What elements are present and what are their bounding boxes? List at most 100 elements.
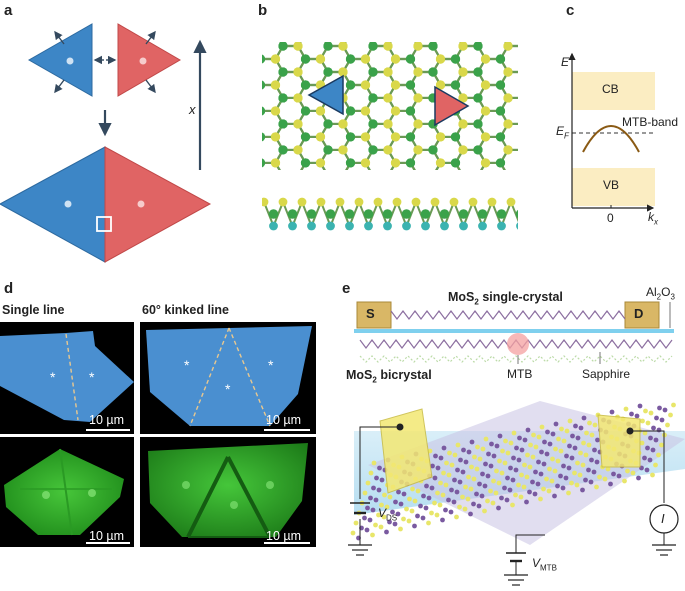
kinked-fluor-spot-1 <box>182 481 190 489</box>
lattice-atom <box>270 54 281 64</box>
atom-3d <box>466 449 472 455</box>
atom-3d <box>531 432 536 438</box>
lattice-atom <box>390 106 401 116</box>
atom-3d <box>650 472 655 478</box>
atom-3d <box>471 476 477 482</box>
atom-3d <box>455 442 461 448</box>
kinked-fluor-right <box>226 456 272 538</box>
atom-3d <box>622 478 627 484</box>
atom-3d <box>392 521 398 527</box>
atom-3d <box>485 473 491 479</box>
lattice-atom <box>390 132 401 142</box>
atom-3d <box>491 478 496 484</box>
lattice-atom <box>450 158 461 168</box>
atom-3d <box>573 423 578 429</box>
atom-3d <box>522 462 527 468</box>
lattice-blue-triangle <box>307 74 344 116</box>
side-s-atom-low <box>516 222 518 230</box>
atom-3d <box>514 445 519 451</box>
lattice-atom <box>270 106 281 116</box>
atom-3d <box>567 418 573 424</box>
atom-3d <box>525 427 531 433</box>
atom-3d <box>420 515 426 521</box>
atom-3d <box>656 452 661 458</box>
atom-3d <box>581 415 587 421</box>
lattice-atom <box>405 80 416 90</box>
lattice-atom <box>293 42 303 51</box>
lattice-atom <box>338 119 348 129</box>
atom-3d <box>574 482 580 488</box>
band-diagram <box>568 52 655 212</box>
single-boundary-line <box>65 333 79 421</box>
atom-3d <box>449 487 454 493</box>
atom-3d <box>479 493 485 499</box>
atom-3d <box>376 512 381 518</box>
side-s-atom-low <box>402 221 411 231</box>
arrow-lr <box>145 79 156 94</box>
atom-3d <box>561 463 566 469</box>
atom-3d <box>527 489 532 495</box>
lattice-atom <box>270 80 281 90</box>
side-s-atom <box>297 197 307 207</box>
atom-3d <box>513 467 519 473</box>
current-label: I <box>661 511 665 526</box>
atom-3d <box>511 430 517 436</box>
atom-3d <box>527 464 533 470</box>
atom-3d <box>406 518 412 524</box>
atom-3d <box>564 428 570 434</box>
arrow-ur <box>145 30 156 45</box>
atom-3d <box>371 460 377 466</box>
wire-mtb <box>515 534 545 553</box>
atom-3d <box>625 468 630 474</box>
k-main: k <box>648 210 654 224</box>
side-s-atom-low <box>345 221 354 231</box>
single-line-fluorescence <box>0 437 134 547</box>
atom-3d <box>648 435 653 441</box>
atom-3d <box>474 491 479 497</box>
atom-3d <box>364 527 370 533</box>
atom-3d <box>611 471 616 477</box>
atom-3d <box>426 495 432 501</box>
vb-label: VB <box>603 178 620 192</box>
lattice-atom <box>293 145 303 155</box>
atom-3d <box>662 407 668 413</box>
atom-3d <box>452 452 458 458</box>
atom-3d <box>423 505 429 511</box>
device-3d-illustration <box>348 401 685 586</box>
drain-label: D <box>634 306 644 321</box>
atom-3d <box>382 492 387 498</box>
atom-3d <box>496 480 502 486</box>
red-triangle-dot <box>139 57 147 65</box>
side-s-atom <box>430 197 440 207</box>
atom-3d <box>379 502 384 508</box>
side-s-atom <box>506 197 516 207</box>
side-mo-atom <box>401 209 412 219</box>
atom-3d <box>482 483 488 489</box>
atom-3d <box>454 489 460 495</box>
lattice-atom <box>323 119 333 129</box>
atom-3d <box>499 495 504 501</box>
atom-3d <box>448 509 454 515</box>
atom-3d <box>630 470 636 476</box>
lattice-atom <box>428 145 438 155</box>
lattice-atom <box>345 158 356 168</box>
al-sub2: 3 <box>670 292 675 302</box>
kinked-star-2: * <box>225 381 231 397</box>
side-mo-atom <box>287 209 298 219</box>
atom-3d <box>496 505 501 511</box>
lattice-atom <box>360 54 371 64</box>
sc-main: MoS <box>448 290 475 304</box>
lattice-atom <box>368 119 378 129</box>
atom-3d <box>651 425 656 431</box>
atom-3d <box>452 477 457 483</box>
atom-3d <box>430 463 435 469</box>
fermi-level-label: EF <box>556 124 569 140</box>
atom-3d <box>659 417 665 423</box>
atom-3d <box>547 441 553 447</box>
atom-3d <box>659 442 664 448</box>
side-s-atom-low <box>269 221 278 231</box>
atom-3d <box>390 509 395 515</box>
lattice-atom <box>338 67 348 77</box>
al2o3-label: Al2O3 <box>646 285 675 301</box>
fluor-spot-2 <box>88 489 96 497</box>
